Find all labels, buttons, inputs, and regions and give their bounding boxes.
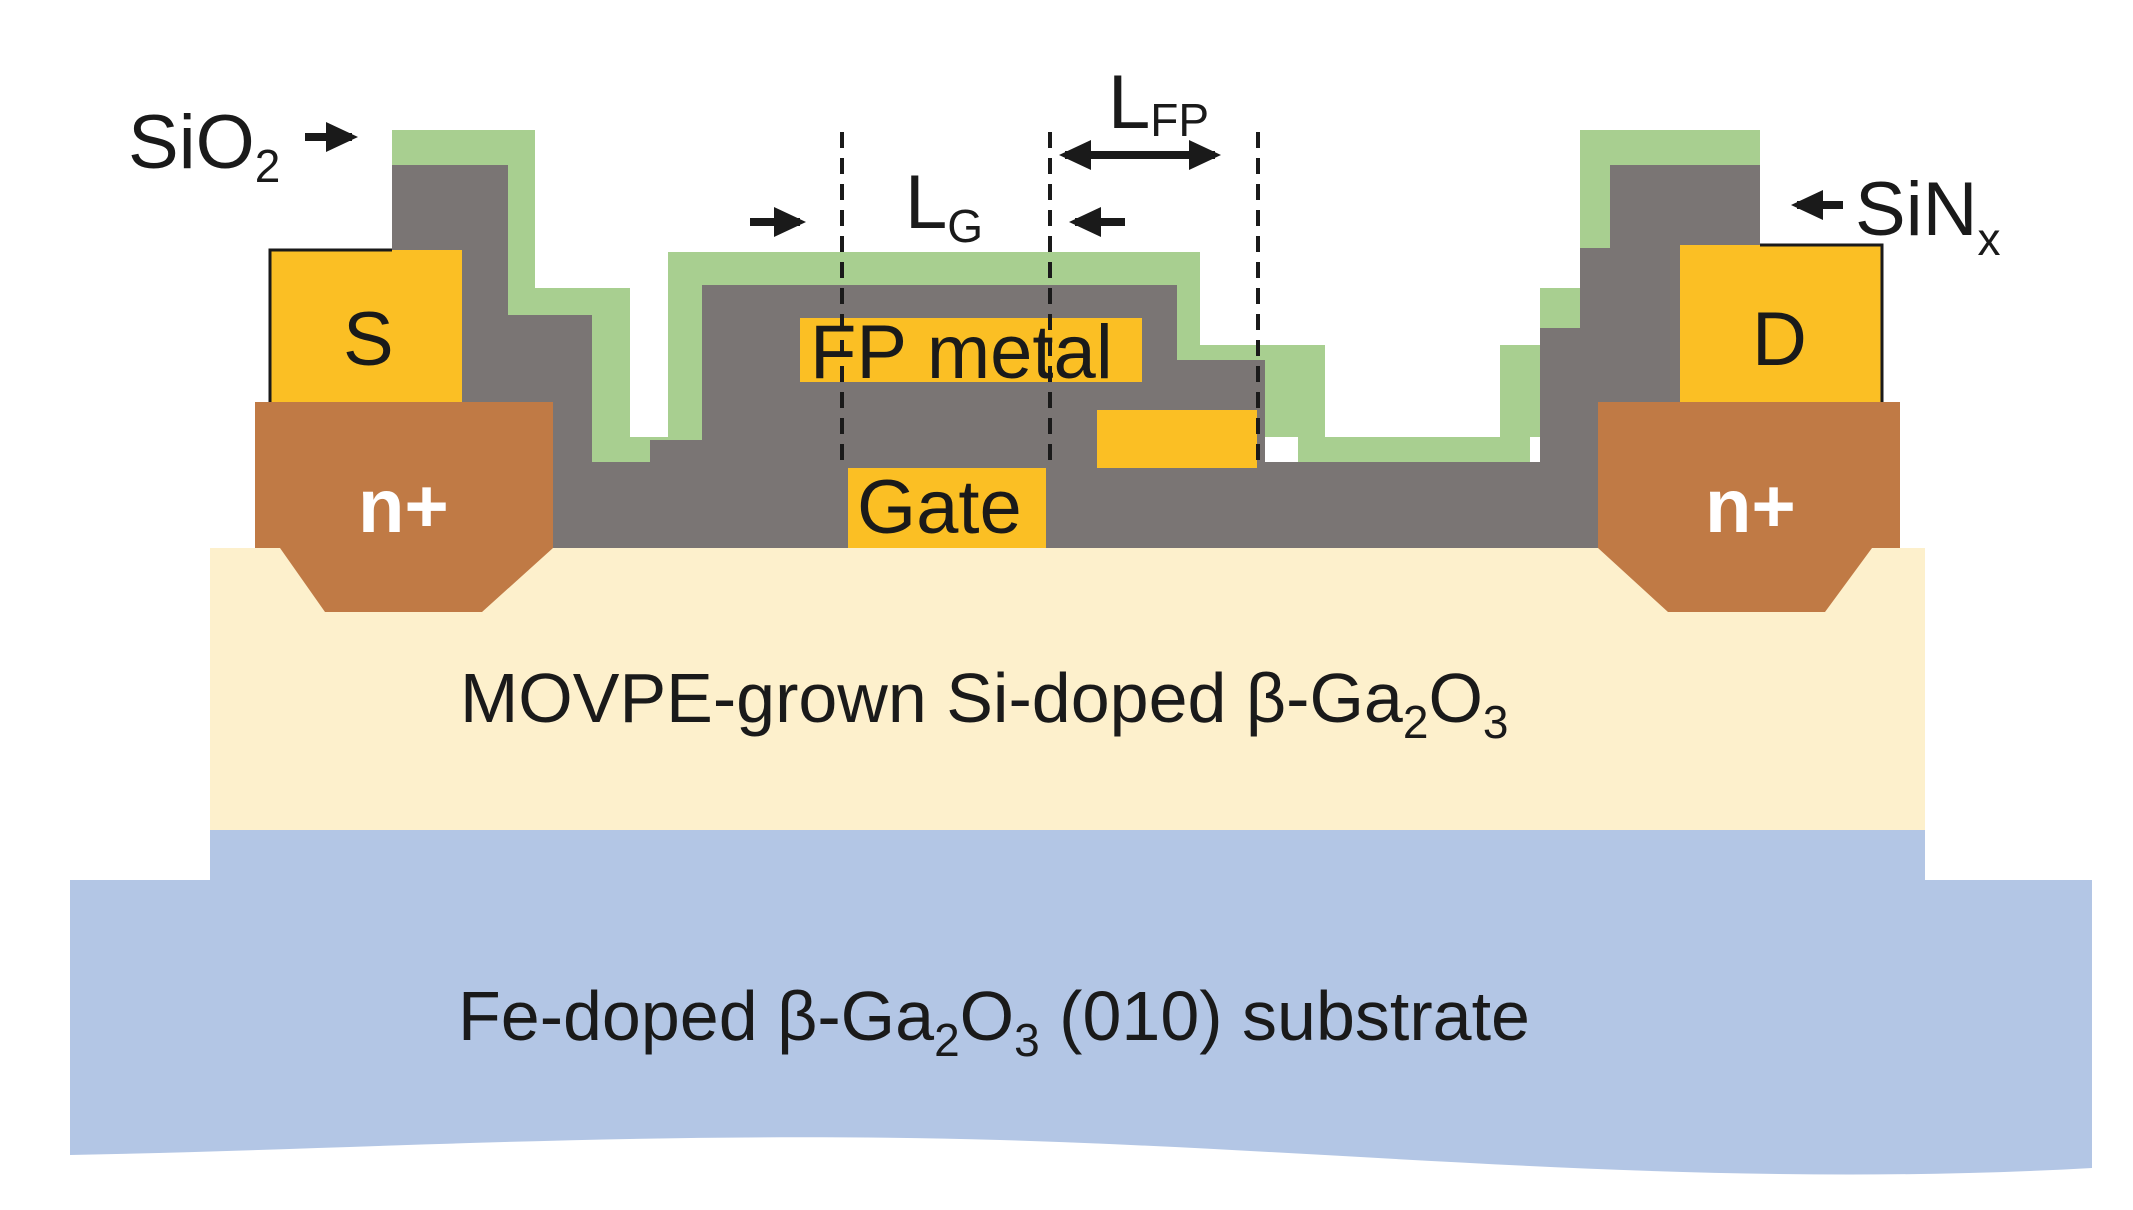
nplus-left-label: n+ xyxy=(358,464,449,549)
lfp-label: LFP xyxy=(1108,60,1209,146)
source-label: S xyxy=(343,297,394,382)
drain-outline xyxy=(1760,243,1884,402)
source-outline xyxy=(268,248,392,402)
gate-label: Gate xyxy=(857,465,1022,550)
sio2-label: SiO2 xyxy=(128,100,280,192)
nplus-right-region xyxy=(1598,402,1900,612)
nplus-left-region xyxy=(255,402,553,612)
substrate-label: Fe-doped β-Ga2O3 (010) substrate xyxy=(458,977,1530,1066)
fp-metal-lower xyxy=(1097,410,1257,468)
epi-layer-label: MOVPE-grown Si-doped β-Ga2O3 xyxy=(460,659,1509,748)
drain-label: D xyxy=(1752,297,1807,382)
substrate-layer xyxy=(70,830,2092,1175)
sinx-right-step xyxy=(1480,165,1760,462)
sio2-layer xyxy=(392,130,1760,462)
lg-label: LG xyxy=(905,160,983,252)
nplus-right-label: n+ xyxy=(1705,464,1796,549)
source-contact xyxy=(270,250,462,402)
fp-metal-label: FP metal xyxy=(810,310,1113,395)
sinx-label: SiNx xyxy=(1855,167,2000,265)
fp-metal-upper xyxy=(800,318,1142,382)
drain-contact xyxy=(1680,245,1882,402)
gate-metal xyxy=(848,468,1046,548)
